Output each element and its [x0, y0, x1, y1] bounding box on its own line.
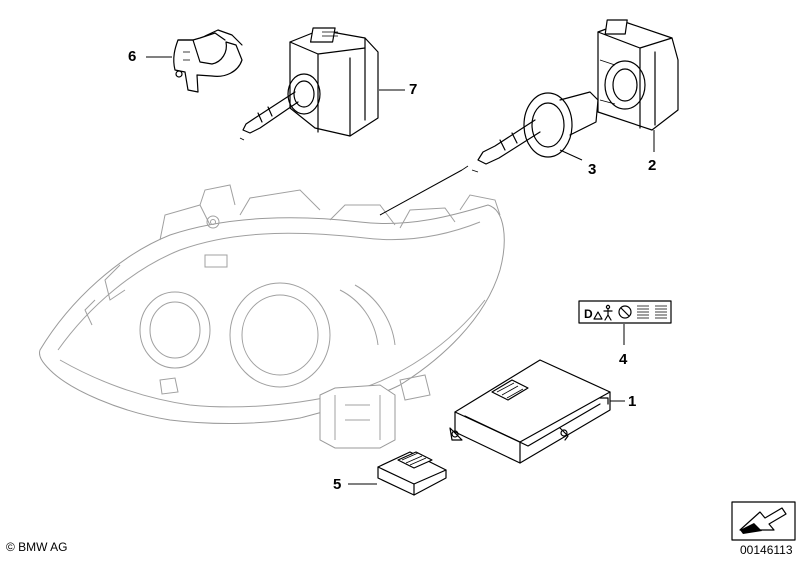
callout-7: 7	[409, 81, 418, 98]
svg-text:D: D	[584, 307, 593, 321]
copyright-text: © BMW AG	[6, 540, 68, 554]
retaining-clip-drawing	[173, 29, 243, 93]
diagram-number: 00146113	[740, 543, 793, 557]
small-module-drawing	[377, 451, 447, 496]
warning-label-drawing: D	[578, 300, 672, 324]
xenon-bulb-drawing	[471, 91, 599, 173]
callout-1: 1	[628, 393, 637, 410]
callout-2: 2	[648, 157, 657, 174]
ignition-module-drawing	[239, 27, 379, 141]
callout-4: 4	[619, 351, 628, 368]
callout-5: 5	[333, 476, 342, 493]
control-unit-drawing	[449, 359, 611, 464]
headlight-housing-drawing	[39, 184, 505, 449]
ignition-socket-drawing	[597, 19, 679, 131]
callout-6: 6	[128, 48, 137, 65]
direction-arrow-icon	[731, 501, 796, 541]
callout-3: 3	[588, 161, 597, 178]
